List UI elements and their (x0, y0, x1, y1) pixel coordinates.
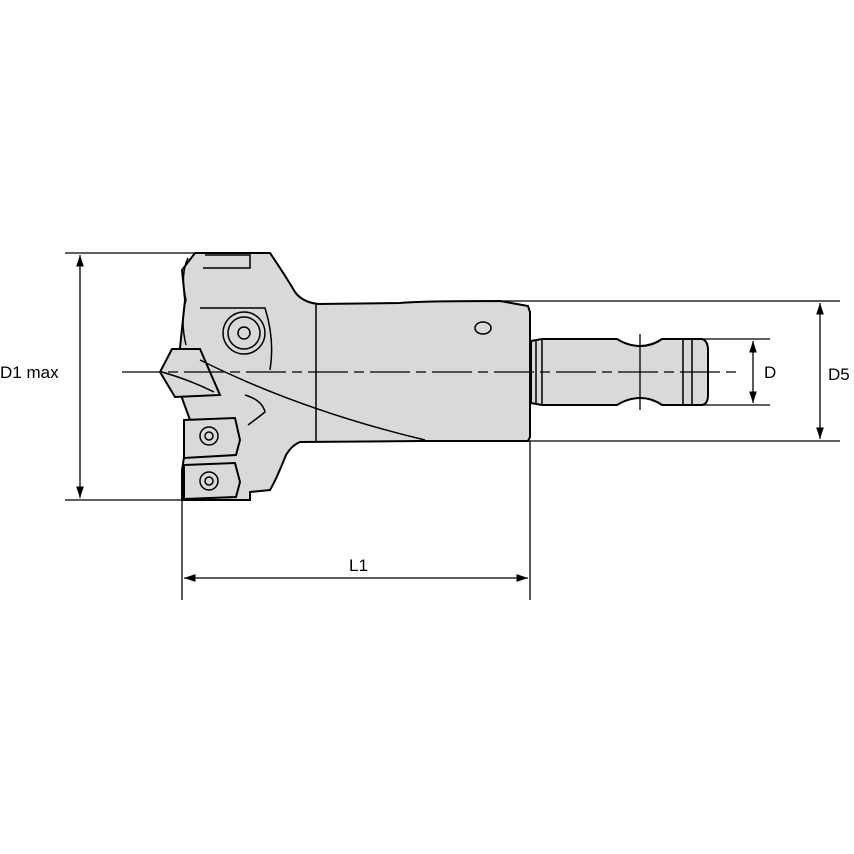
dimension-l1 (181, 441, 531, 600)
dimension-d (700, 338, 770, 406)
insert-lower (183, 461, 242, 501)
insert-upper (183, 416, 242, 460)
tool-body (158, 252, 531, 501)
label-d1max: D1 max (0, 363, 59, 382)
label-d: D (764, 363, 776, 382)
dimension-d5 (500, 300, 840, 442)
dimension-d1max (65, 252, 195, 501)
label-l1: L1 (349, 556, 368, 575)
label-d5: D5 (828, 365, 850, 384)
